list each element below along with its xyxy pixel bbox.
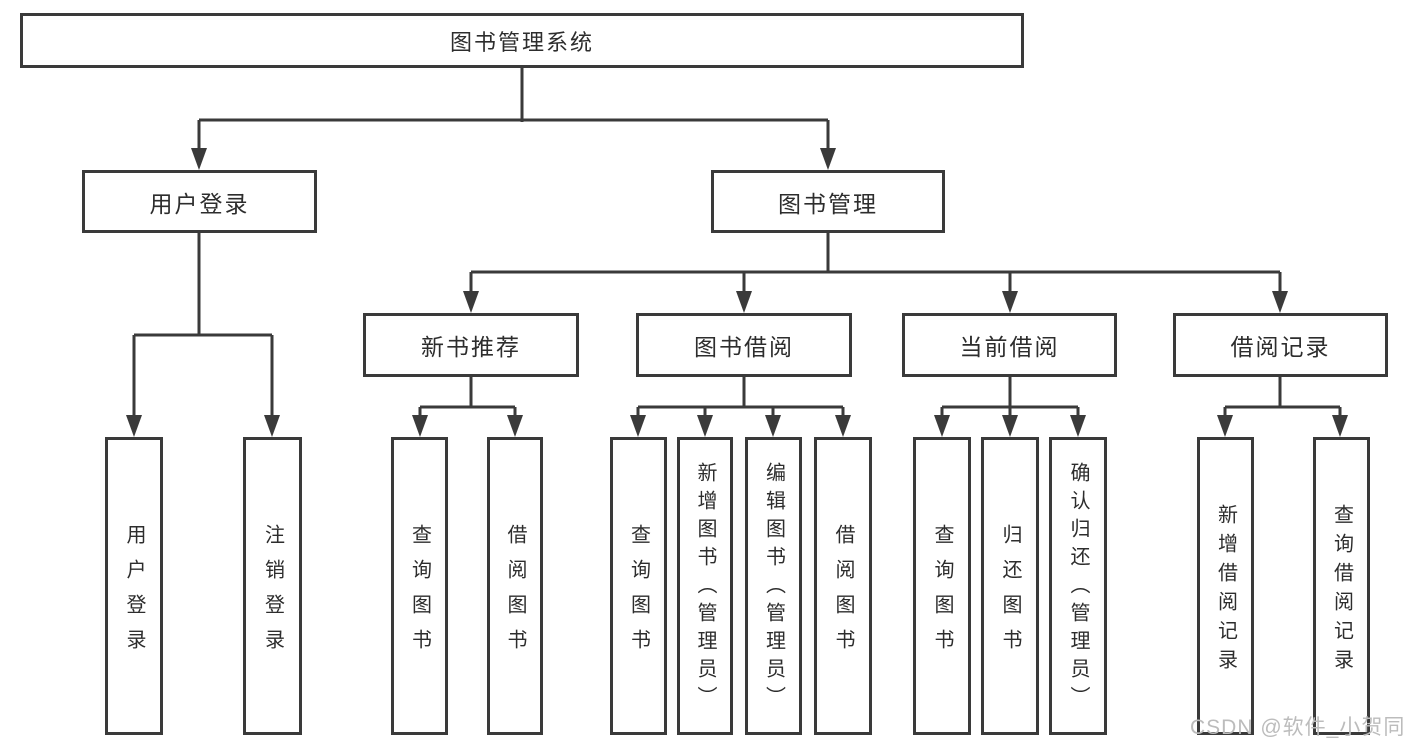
node-new-book-recommendation: 新书推荐: [363, 313, 579, 377]
arrowheads: [126, 148, 1348, 437]
connector-newbook-to-leaves: [418, 377, 517, 421]
leaf-current-query-books: 查询图书: [913, 437, 971, 735]
leaf-label: 新增图书（管理员）: [694, 462, 716, 714]
arrowhead: [463, 291, 479, 313]
node-label: 图书管理: [778, 190, 878, 217]
leaf-label: 用户登录: [123, 523, 145, 664]
arrowhead: [934, 415, 950, 437]
arrowhead: [507, 415, 523, 437]
node-library-management-system: 图书管理系统: [20, 13, 1024, 68]
leaf-borrow-query-books: 查询图书: [610, 437, 667, 735]
arrowhead: [1070, 415, 1086, 437]
leaf-recommend-borrow-books: 借阅图书: [487, 437, 543, 735]
leaf-label: 注销登录: [261, 523, 284, 664]
connector-bookborrow-to-leaves: [636, 377, 845, 421]
connector-currentborrow-to-leaves: [940, 377, 1080, 421]
leaf-current-return-books: 归还图书: [981, 437, 1039, 735]
node-label: 新书推荐: [421, 334, 521, 360]
node-label: 用户登录: [149, 190, 250, 217]
node-current-borrowing: 当前借阅: [902, 313, 1117, 377]
arrowhead: [765, 415, 781, 437]
arrowhead: [1002, 291, 1018, 313]
leaf-label: 借阅图书: [504, 523, 526, 664]
leaf-label: 查询图书: [408, 523, 431, 664]
leaf-borrow-add-books-admin: 新增图书（管理员）: [677, 437, 733, 735]
arrowhead: [1272, 291, 1288, 313]
arrowhead: [736, 291, 752, 313]
arrowhead: [1002, 415, 1018, 437]
leaf-recommend-query-books: 查询图书: [391, 437, 448, 735]
arrowhead: [412, 415, 428, 437]
leaf-label: 归还图书: [999, 523, 1021, 664]
leaf-label: 确认归还（管理员）: [1067, 462, 1089, 714]
leaf-label: 查询借阅记录: [1330, 503, 1353, 678]
arrowhead: [264, 415, 280, 437]
arrowhead: [820, 148, 836, 170]
arrowhead: [630, 415, 646, 437]
leaf-borrow-edit-books-admin: 编辑图书（管理员）: [745, 437, 802, 735]
node-label: 借阅记录: [1230, 334, 1331, 360]
node-borrowing-records: 借阅记录: [1173, 313, 1388, 377]
leaf-label: 查询图书: [931, 523, 953, 664]
leaf-records-add-borrow-record: 新增借阅记录: [1197, 437, 1254, 735]
leaf-label: 新增借阅记录: [1214, 503, 1237, 678]
node-label: 图书管理系统: [449, 29, 594, 55]
arrowhead: [697, 415, 713, 437]
connector-bookmgmt-to-level2: [469, 233, 1282, 295]
connector-userlogin-to-leaves: [132, 233, 274, 419]
leaf-logout: 注销登录: [243, 437, 302, 735]
leaf-borrow-borrow-books: 借阅图书: [814, 437, 872, 735]
connector-root-to-level1: [197, 68, 830, 152]
leaf-label: 编辑图书（管理员）: [762, 462, 785, 714]
node-label: 当前借阅: [959, 334, 1060, 360]
arrowhead: [835, 415, 851, 437]
node-book-borrowing: 图书借阅: [636, 313, 852, 377]
leaf-user-login: 用户登录: [105, 437, 163, 735]
arrowhead: [191, 148, 207, 170]
node-label: 图书借阅: [694, 334, 794, 360]
node-book-management: 图书管理: [711, 170, 945, 233]
arrowhead: [1217, 415, 1233, 437]
node-user-login: 用户登录: [82, 170, 317, 233]
leaf-records-query-borrow-record: 查询借阅记录: [1313, 437, 1370, 735]
arrowhead: [126, 415, 142, 437]
leaf-label: 借阅图书: [832, 523, 854, 664]
csdn-watermark: CSDN @软件_小贺同学: [1190, 716, 1405, 739]
connector-records-to-leaves: [1223, 377, 1342, 421]
arrowhead: [1332, 415, 1348, 437]
leaf-current-confirm-return-admin: 确认归还（管理员）: [1049, 437, 1107, 735]
leaf-label: 查询图书: [627, 523, 650, 664]
